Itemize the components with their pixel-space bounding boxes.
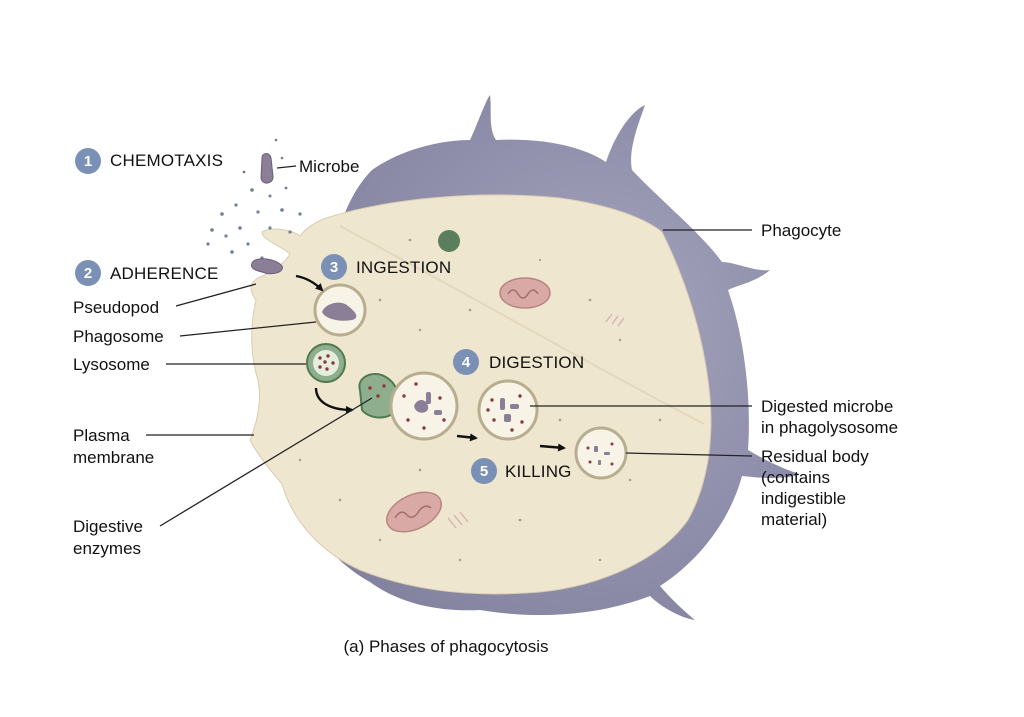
step-label: INGESTION: [356, 258, 451, 277]
endoplasmic-reticulum: [447, 313, 625, 529]
cytoplasm: [249, 194, 712, 595]
phagolysosome: [477, 379, 539, 441]
label-residual-body: Residual body (contains indigestible mat…: [761, 447, 873, 529]
step-label: DIGESTION: [489, 353, 584, 372]
mitochondrion-upper: [499, 277, 551, 309]
step-3: 3 INGESTION: [321, 254, 451, 280]
step-label: ADHERENCE: [110, 264, 219, 283]
step-4: 4 DIGESTION: [453, 349, 584, 375]
label-phagosome: Phagosome: [73, 327, 164, 346]
svg-text:2: 2: [84, 265, 92, 282]
step-badge: [453, 349, 479, 375]
label-microbe: Microbe: [299, 157, 359, 176]
label-pseudopod: Pseudopod: [73, 298, 159, 317]
leader-lines: [146, 165, 753, 527]
step-2: 2 ADHERENCE: [75, 260, 219, 286]
chemotaxis-particles: [206, 138, 302, 260]
phagosome: [313, 283, 367, 337]
svg-text:5: 5: [480, 463, 488, 480]
label-lysosome: Lysosome: [73, 355, 150, 374]
adhering-microbe: [251, 258, 283, 275]
step-badge: [321, 254, 347, 280]
figure-caption: (a) Phases of phagocytosis: [343, 637, 548, 656]
label-phagocyte: Phagocyte: [761, 221, 841, 240]
svg-text:4: 4: [462, 354, 471, 371]
label-plasma-membrane: Plasma membrane: [73, 426, 154, 467]
label-digested-microbe: Digested microbe in phagolysosome: [761, 397, 898, 437]
cytoplasm-granules: [298, 238, 662, 562]
mitochondrion-lower: [386, 491, 442, 533]
process-arrows: [295, 274, 566, 452]
step-5: 5 KILLING: [471, 458, 572, 484]
step-label: CHEMOTAXIS: [110, 151, 223, 170]
granule: [438, 230, 460, 252]
residual-body: [574, 426, 628, 480]
step-badge: [471, 458, 497, 484]
step-badge: [75, 148, 101, 174]
phagolysosome-forming: [358, 371, 459, 441]
microbe: [260, 153, 274, 184]
step-badge: [75, 260, 101, 286]
step-1: 1 CHEMOTAXIS: [75, 148, 223, 174]
label-digestive-enzymes: Digestive enzymes: [73, 517, 148, 558]
lysosome: [306, 343, 346, 383]
svg-text:1: 1: [84, 153, 92, 170]
step-label: KILLING: [505, 462, 572, 481]
svg-text:3: 3: [330, 259, 338, 276]
